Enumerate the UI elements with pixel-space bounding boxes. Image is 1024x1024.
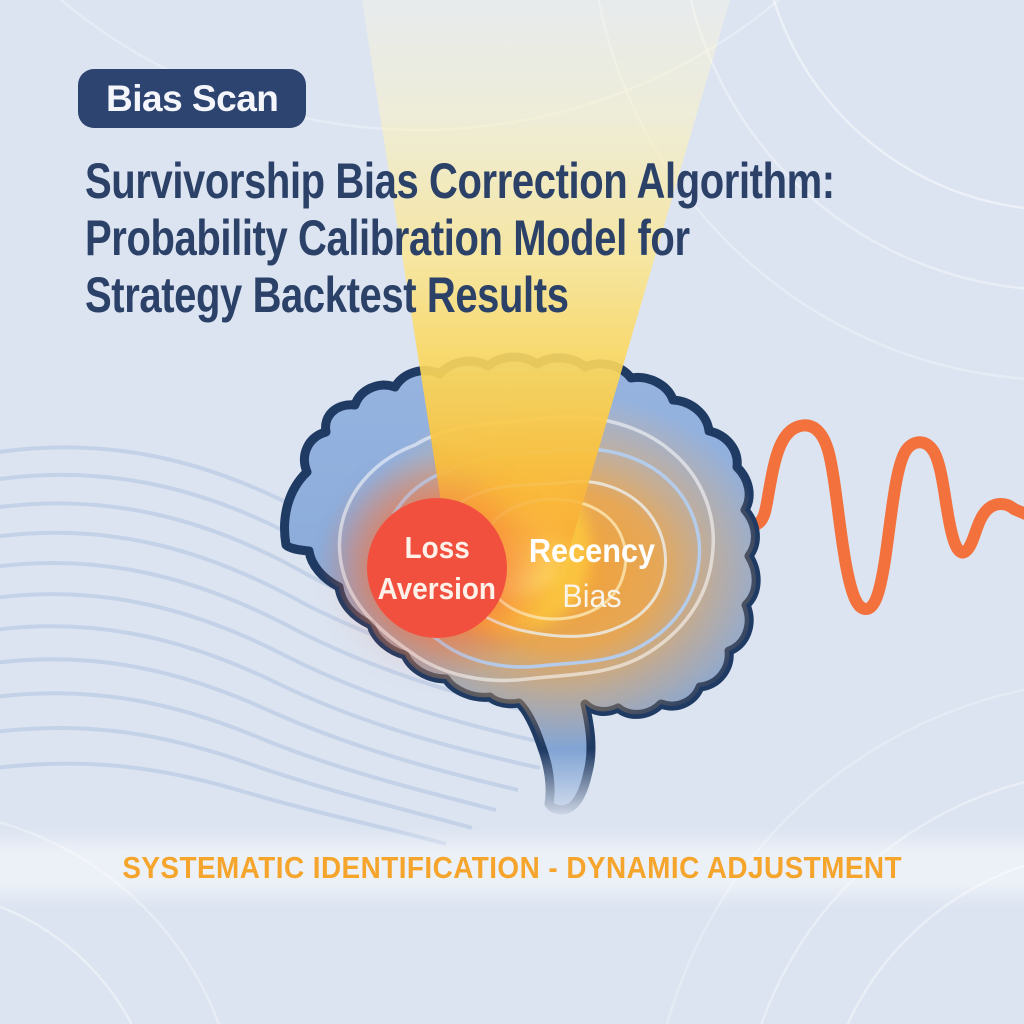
brainwave-signal-line [725, 419, 1024, 615]
loss-aversion-bubble: Loss Aversion [367, 498, 507, 638]
recency-bias-label-line2: Bias [562, 578, 622, 614]
page-title-line2: Probability Calibration Model for [85, 210, 690, 266]
page-title-line3: Strategy Backtest Results [85, 267, 569, 323]
footer-tagline: SYSTEMATIC IDENTIFICATION - DYNAMIC ADJU… [122, 850, 902, 885]
page-title: Survivorship Bias Correction Algorithm: … [85, 153, 835, 324]
loss-aversion-label-line1: Loss [404, 530, 470, 565]
loss-aversion-label-line2: Aversion [377, 571, 497, 606]
recency-bias-label: Recency Bias [500, 532, 684, 614]
bias-scan-badge-label: Bias Scan [106, 78, 279, 119]
recency-bias-label-line1: Recency [528, 532, 656, 569]
bias-scan-badge: Bias Scan [78, 69, 307, 128]
left-wave-lines [0, 445, 641, 846]
footer-band: SYSTEMATIC IDENTIFICATION - DYNAMIC ADJU… [0, 828, 1024, 908]
page-title-line1: Survivorship Bias Correction Algorithm: [85, 153, 835, 209]
